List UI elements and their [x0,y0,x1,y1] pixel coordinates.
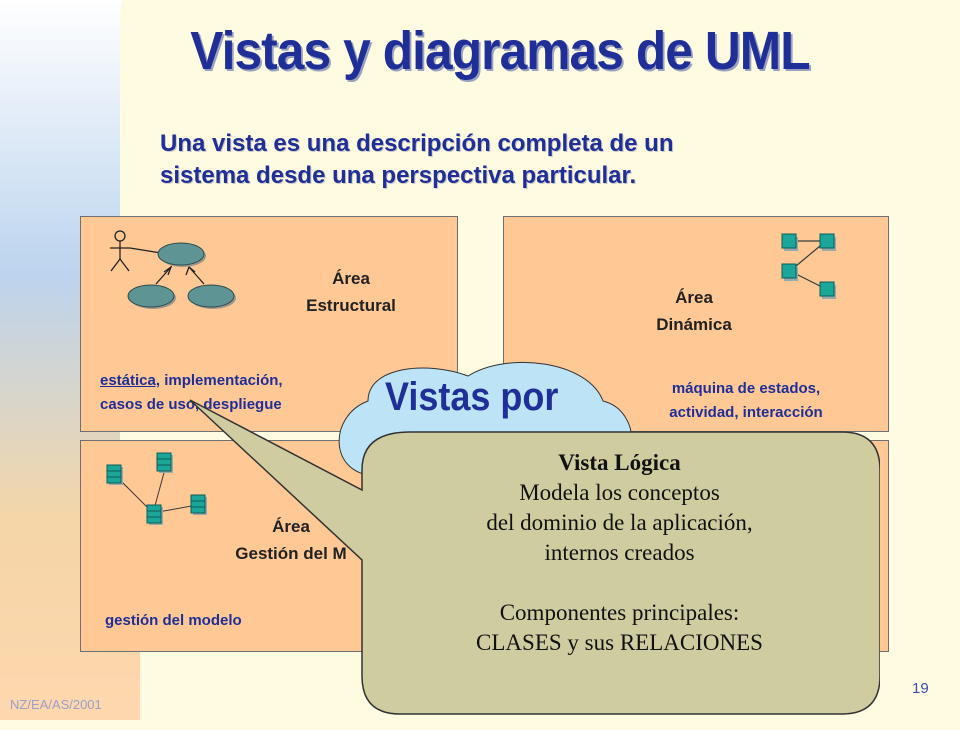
slide-footer: NZ/EA/AS/2001 [10,697,102,712]
area-title-line-1: Área [272,517,310,536]
area-views: gestión del modelo [105,609,355,633]
area-title-line-2: Gestión del M [235,544,347,563]
area-title-line-2: Estructural [306,296,396,315]
package-diagram-icon [106,452,207,525]
area-views-line-1: gestión del modelo [105,612,242,629]
link-estatica[interactable]: estática, [100,372,161,389]
area-title-line-2: Dinámica [656,315,732,334]
cloud-callout-text: Vistas por [385,375,559,419]
callout-heading: Vista Lógica [558,450,681,475]
area-views-line-1: estática, implementación, [100,369,450,393]
page-number: 19 [912,680,929,697]
area-views-text: implementación, [160,372,283,389]
area-views-line-1: máquina de estados, [671,380,821,397]
callout-body: Vista Lógica Modela los conceptos del do… [362,448,877,658]
area-views: estática, implementación, casos de uso, … [100,369,450,417]
area-title: Área Estructural [291,265,411,319]
callout-spacer [362,568,877,598]
state-diagram-icon [781,233,836,299]
vista-logica-callout [189,399,880,715]
callout-line-4: Componentes principales: [499,600,740,625]
area-title-line-1: Área [332,269,370,288]
slide-title: Vistas y diagramas de UML [190,21,810,81]
area-views: máquina de estados, actividad, interacci… [604,377,888,425]
callout-line-3: internos creados [544,540,695,565]
area-views-line-2: casos de uso, despliegue [100,396,282,413]
area-title: Área Dinámica [634,284,754,338]
callout-line-2: del dominio de la aplicación, [486,510,753,535]
area-views-line-2: actividad, interacción [669,404,823,421]
subtitle-line-1: Una vista es una descripción completa de… [160,130,674,157]
slide-subtitle: Una vista es una descripción completa de… [160,128,820,192]
use-case-diagram-icon [110,230,236,309]
subtitle-line-2: sistema desde una perspectiva particular… [160,162,637,189]
area-title: Área Gestión del M [191,513,391,567]
callout-line-5: CLASES y sus RELACIONES [476,630,763,655]
area-title-line-1: Área [675,288,713,307]
callout-line-1: Modela los conceptos [519,480,720,505]
